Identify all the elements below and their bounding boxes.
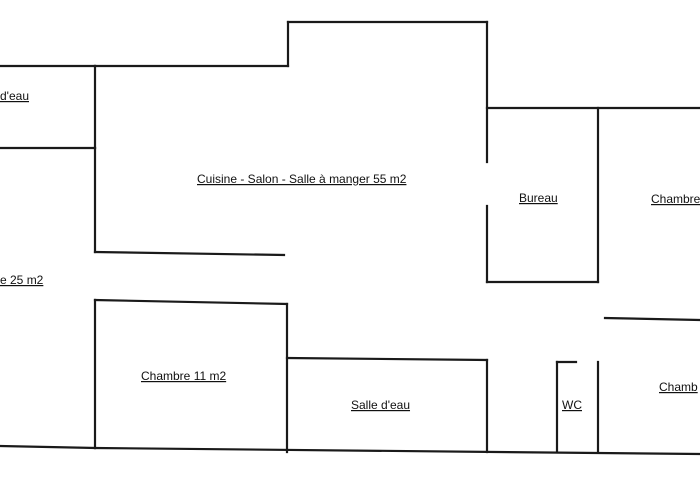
label-chambre-right-bottom: Chamb bbox=[659, 380, 698, 394]
walls-wc bbox=[555, 360, 600, 454]
walls-bureau bbox=[485, 106, 700, 322]
walls-living bbox=[93, 20, 489, 284]
label-chambre-right-top: Chambre bbox=[651, 192, 700, 206]
walls-chambre-11 bbox=[93, 298, 289, 454]
label-left-room: e 25 m2 bbox=[0, 273, 44, 287]
label-wc: WC bbox=[562, 398, 582, 412]
label-bureau: Bureau bbox=[519, 191, 558, 205]
walls-bottom bbox=[0, 444, 700, 456]
walls-salle-deau-bottom bbox=[285, 356, 489, 454]
label-chambre-11: Chambre 11 m2 bbox=[141, 369, 226, 383]
label-salle-deau-bottom: Salle d'eau bbox=[351, 398, 410, 412]
label-salle-deau-top: d'eau bbox=[0, 89, 29, 103]
walls-salle-deau-top bbox=[0, 64, 97, 150]
label-living: Cuisine - Salon - Salle à manger 55 m2 bbox=[197, 172, 407, 186]
